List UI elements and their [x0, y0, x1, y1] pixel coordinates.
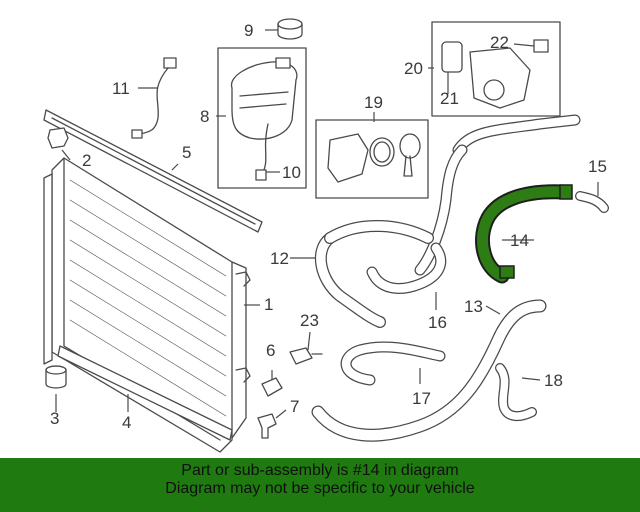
- callout-3: 3: [50, 409, 60, 428]
- callout-4: 4: [122, 413, 132, 432]
- bracket-part: [47, 127, 69, 149]
- callout-15: 15: [588, 157, 607, 176]
- coolant-reservoir: [231, 57, 298, 181]
- banner-line-1: Part or sub-assembly is #14 in diagram: [181, 462, 459, 479]
- callout-11: 11: [112, 79, 130, 98]
- callout-20: 20: [404, 59, 423, 78]
- callout-6: 6: [266, 341, 276, 360]
- callout-14: 14: [510, 231, 529, 250]
- callout-17: 17: [412, 389, 431, 408]
- callout-5: 5: [182, 143, 192, 162]
- reservoir-cap: [277, 18, 303, 40]
- callout-8: 8: [200, 107, 210, 126]
- sensor-6: [261, 377, 283, 397]
- callout-13: 13: [464, 297, 483, 316]
- callout-9: 9: [244, 21, 254, 40]
- callout-10: 10: [282, 163, 301, 182]
- callout-1: 1: [264, 295, 274, 314]
- radiator: [43, 157, 251, 453]
- callout-23: 23: [300, 311, 319, 330]
- sensor-harness: [131, 57, 177, 139]
- callout-12: 12: [270, 249, 289, 268]
- banner-line-2: Diagram may not be specific to your vehi…: [165, 480, 475, 497]
- thermostat-housing: [327, 133, 421, 183]
- hose-14-highlighted: [475, 184, 573, 284]
- radiator-lower-strip: [57, 345, 233, 441]
- info-banner: Part or sub-assembly is #14 in diagram D…: [0, 458, 640, 512]
- callout-19: 19: [364, 93, 383, 112]
- callout-2: 2: [82, 151, 92, 170]
- callout-21: 21: [440, 89, 459, 108]
- coolant-outlet: [441, 39, 549, 109]
- drain-plug: [45, 365, 67, 389]
- callout-22: 22: [490, 33, 509, 52]
- radiator-upper-rail: [43, 109, 263, 233]
- callout-18: 18: [544, 371, 563, 390]
- sensor-23: [289, 347, 323, 365]
- callout-16: 16: [428, 313, 447, 332]
- sensor-7: [257, 413, 277, 439]
- callout-7: 7: [290, 397, 300, 416]
